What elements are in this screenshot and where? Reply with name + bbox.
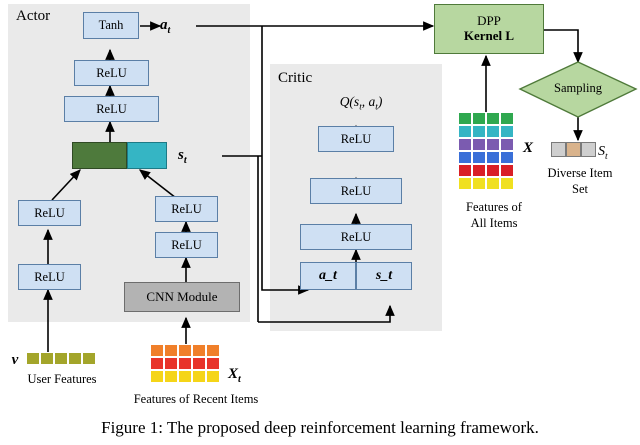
user-features-symbol: v (11, 352, 19, 368)
diverse-item-set-symbol: St (598, 144, 608, 162)
recent-item-cell (178, 357, 192, 370)
matrix-cell (472, 138, 486, 151)
matrix-cell (486, 138, 500, 151)
user-features-label: User Features (27, 372, 97, 386)
state-vector-user-part (72, 142, 127, 169)
recent-item-cell (178, 344, 192, 357)
actor-panel-label: Actor (16, 8, 51, 24)
actor-relu-top-box[interactable]: ReLU (74, 60, 149, 86)
actor-tanh-box[interactable]: Tanh (83, 12, 139, 39)
matrix-cell (500, 138, 514, 151)
matrix-cell (486, 112, 500, 125)
all-items-matrix-symbol: X (522, 140, 533, 156)
figure-caption: Figure 1: The proposed deep reinforcemen… (101, 418, 539, 437)
actor-relu-right-upper-box[interactable]: ReLU (155, 196, 218, 222)
actor-relu-left-upper-box[interactable]: ReLU (18, 200, 81, 226)
state-vector-item-part (127, 142, 167, 169)
recent-item-cell (164, 344, 178, 357)
recent-item-cell (192, 344, 206, 357)
matrix-cell (458, 138, 472, 151)
diverse-item-cell (551, 142, 566, 157)
matrix-cell (486, 151, 500, 164)
recent-item-cell (206, 357, 220, 370)
critic-input-a-box[interactable]: a_t (300, 262, 356, 290)
action-label: at (160, 17, 171, 36)
user-feature-cell (26, 352, 40, 365)
matrix-cell (472, 151, 486, 164)
matrix-cell (458, 164, 472, 177)
diverse-item-cell (581, 142, 596, 157)
matrix-cell (500, 164, 514, 177)
user-features-cells (26, 352, 96, 365)
matrix-cell (458, 151, 472, 164)
matrix-cell (472, 112, 486, 125)
matrix-cell (458, 125, 472, 138)
matrix-cell (458, 177, 472, 190)
diverse-item-set-label-line2: Set (572, 182, 588, 196)
recent-item-cell (150, 357, 164, 370)
diverse-item-set-cells (551, 142, 596, 157)
matrix-cell (458, 112, 472, 125)
recent-items-symbol: Xt (228, 366, 241, 385)
matrix-cell (472, 177, 486, 190)
user-feature-cell (54, 352, 68, 365)
sampling-diamond[interactable] (518, 60, 638, 120)
recent-item-cell (150, 370, 164, 383)
actor-relu-right-lower-box[interactable]: ReLU (155, 232, 218, 258)
all-items-label-line1: Features of (466, 200, 522, 214)
recent-item-cell (164, 370, 178, 383)
critic-input-s-box[interactable]: s_t (356, 262, 412, 290)
user-feature-cell (68, 352, 82, 365)
state-label: st (178, 147, 187, 166)
recent-item-cell (178, 370, 192, 383)
user-feature-cell (40, 352, 54, 365)
critic-relu-1-box[interactable]: ReLU (318, 126, 394, 152)
user-feature-cell (82, 352, 96, 365)
recent-item-cell (150, 344, 164, 357)
matrix-cell (500, 177, 514, 190)
matrix-cell (486, 164, 500, 177)
actor-relu-second-box[interactable]: ReLU (64, 96, 159, 122)
diverse-item-cell (566, 142, 581, 157)
matrix-cell (486, 125, 500, 138)
all-items-label-line2: All Items (470, 216, 518, 230)
matrix-cell (472, 125, 486, 138)
recent-items-label: Features of Recent Items (133, 392, 259, 406)
actor-relu-left-lower-box[interactable]: ReLU (18, 264, 81, 290)
critic-panel-label: Critic (278, 70, 313, 86)
recent-item-cell (192, 357, 206, 370)
diverse-item-set-label-line1: Diverse Item (547, 166, 613, 180)
recent-item-cell (164, 357, 178, 370)
sampling-label: Sampling (554, 81, 602, 95)
dpp-kernel-line1: DPP (477, 13, 501, 29)
matrix-cell (500, 112, 514, 125)
critic-relu-3-box[interactable]: ReLU (300, 224, 412, 250)
critic-relu-2-box[interactable]: ReLU (310, 178, 402, 204)
recent-item-cell (192, 370, 206, 383)
matrix-cell (500, 151, 514, 164)
matrix-cell (500, 125, 514, 138)
dpp-kernel-line2: Kernel L (463, 28, 515, 43)
matrix-cell (486, 177, 500, 190)
recent-item-cell (206, 370, 220, 383)
matrix-cell (472, 164, 486, 177)
dpp-kernel-box[interactable]: DPP Kernel L (434, 4, 544, 54)
recent-item-cell (206, 344, 220, 357)
cnn-module-box[interactable]: CNN Module (124, 282, 240, 312)
critic-q-output-label: Q(st, at) (339, 94, 383, 112)
